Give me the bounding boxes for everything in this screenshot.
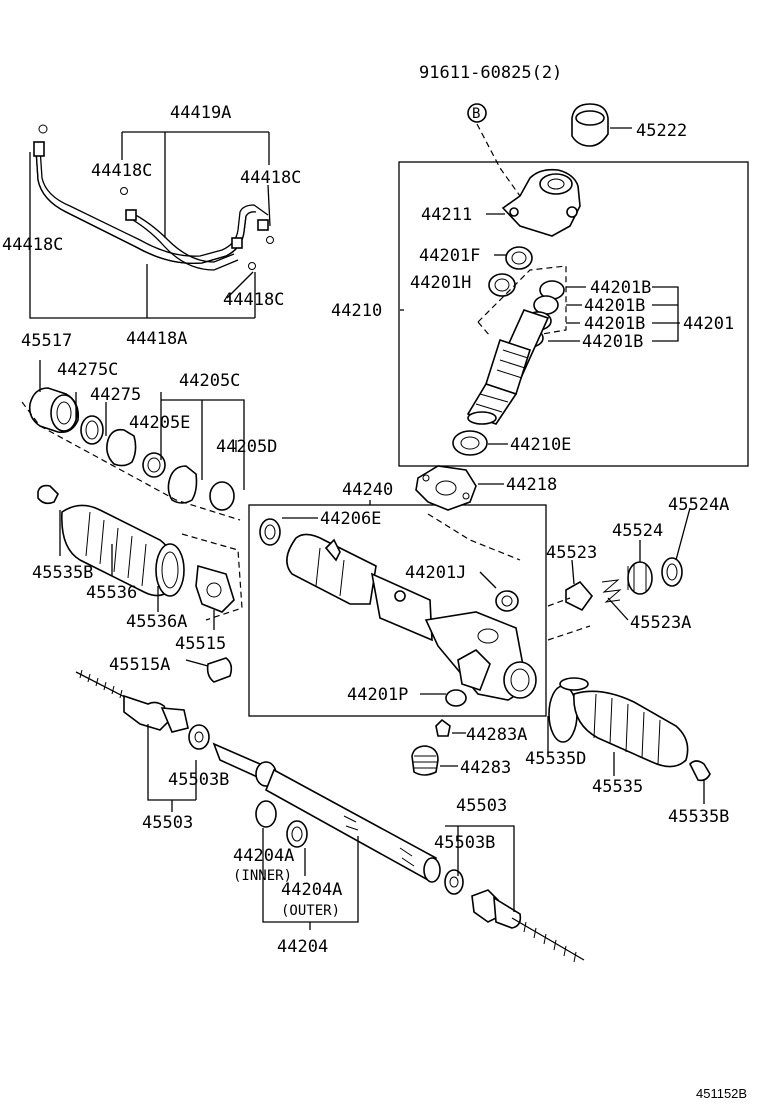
label-44418C-right: 44418C xyxy=(240,168,301,188)
dust-cap-45222 xyxy=(571,103,609,147)
label-45523: 45523 xyxy=(546,543,597,563)
label-44418C-left: 44418C xyxy=(2,235,63,255)
label-44201J: 44201J xyxy=(405,563,466,583)
label-44210E: 44210E xyxy=(510,435,571,455)
label-44418A: 44418A xyxy=(126,329,187,349)
label-45503-right: 45503 xyxy=(456,796,507,816)
label-44204: 44204 xyxy=(277,937,328,957)
label-outer: (OUTER) xyxy=(281,903,340,919)
label-44206E: 44206E xyxy=(320,509,381,529)
label-44205E: 44205E xyxy=(129,413,190,433)
seal-44201F xyxy=(505,246,533,270)
label-45523A: 45523A xyxy=(630,613,691,633)
label-45503-left: 45503 xyxy=(142,813,193,833)
label-45515: 45515 xyxy=(175,634,226,654)
label-44418C-lower: 44418C xyxy=(223,290,284,310)
label-45517: 45517 xyxy=(21,331,72,351)
rack-housing-box xyxy=(248,504,547,717)
label-44201F: 44201F xyxy=(419,246,480,266)
gasket-44218 xyxy=(415,465,477,511)
rack-44204 xyxy=(212,742,441,883)
label-44201B-2: 44201B xyxy=(584,296,645,316)
label-45536A: 45536A xyxy=(126,612,187,632)
right-fittings xyxy=(565,557,683,612)
label-44201P: 44201P xyxy=(347,685,408,705)
pinion-shaft-44210 xyxy=(466,309,550,425)
label-44211: 44211 xyxy=(421,205,472,225)
seal-set-left xyxy=(28,387,235,511)
label-44201H: 44201H xyxy=(410,273,471,293)
seal-44210E xyxy=(452,430,488,456)
label-44201: 44201 xyxy=(683,314,734,334)
label-45535B-left: 45535B xyxy=(32,563,93,583)
label-44201B-1: 44201B xyxy=(590,278,651,298)
label-inner: (INNER) xyxy=(233,868,292,884)
label-44275: 44275 xyxy=(90,385,141,405)
label-45503B-right: 45503B xyxy=(434,833,495,853)
left-boot-assembly xyxy=(37,484,235,683)
label-45536: 45536 xyxy=(86,583,137,603)
label-44210: 44210 xyxy=(331,301,382,321)
seal-44201H xyxy=(488,273,516,297)
label-44204A-inner: 44204A xyxy=(233,846,294,866)
rack-housing-44240 xyxy=(259,518,537,707)
right-boot-assembly xyxy=(548,677,711,782)
pressure-pipe-assembly xyxy=(33,124,274,271)
label-44419A: 44419A xyxy=(170,103,231,123)
valve-housing-44211 xyxy=(501,168,581,237)
label-45515A: 45515A xyxy=(109,655,170,675)
label-44240: 44240 xyxy=(342,480,393,500)
label-44201B-4: 44201B xyxy=(582,332,643,352)
label-44204A-outer: 44204A xyxy=(281,880,342,900)
label-45535: 45535 xyxy=(592,777,643,797)
label-91611-60825: 91611-60825(2) xyxy=(419,63,562,83)
label-44418C-top: 44418C xyxy=(91,161,152,181)
label-44205C: 44205C xyxy=(179,371,240,391)
bolt-b-marker xyxy=(467,103,487,123)
nut-44283 xyxy=(411,718,451,776)
figure-id: 451152B xyxy=(696,1086,747,1101)
tie-rod-left xyxy=(75,669,210,750)
label-44283A: 44283A xyxy=(466,725,527,745)
label-45222: 45222 xyxy=(636,121,687,141)
label-45535D: 45535D xyxy=(525,749,586,769)
ring-44204A-inner xyxy=(255,800,277,828)
label-44205D: 44205D xyxy=(216,437,277,457)
label-45503B-left: 45503B xyxy=(168,770,229,790)
label-b: B xyxy=(472,106,480,122)
label-44275C: 44275C xyxy=(57,360,118,380)
label-44201B-3: 44201B xyxy=(584,314,645,334)
label-44283: 44283 xyxy=(460,758,511,778)
label-44218: 44218 xyxy=(506,475,557,495)
label-45535B-right: 45535B xyxy=(668,807,729,827)
ring-44204A-outer xyxy=(286,820,308,848)
label-45524A: 45524A xyxy=(668,495,729,515)
gear-housing-box xyxy=(398,161,749,467)
label-45524: 45524 xyxy=(612,521,663,541)
